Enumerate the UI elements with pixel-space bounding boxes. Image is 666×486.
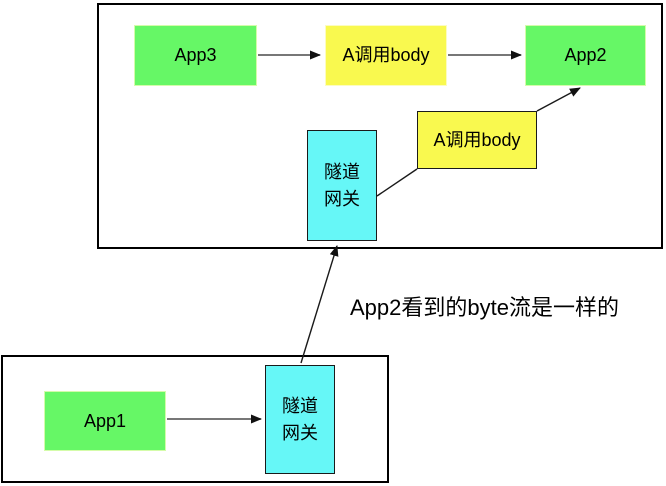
node-app1: App1 [44,391,166,451]
node-label: 隧道 网关 [282,395,318,443]
node-label: App2 [564,45,607,65]
caption-byte-stream: App2看到的byte流是一样的 [350,295,619,320]
node-label: App1 [83,410,127,431]
lower-group-frame [1,355,389,483]
node-callbody-top: A调用body [325,25,447,86]
node-label: A调用body [433,129,521,150]
upper-group-frame [97,3,663,249]
arrow-tunnel-lower-to-tunnel-upper [300,245,339,364]
node-tunnel-gateway-upper: 隧道 网关 [307,130,377,241]
node-label: A调用body [342,45,430,65]
node-callbody-mid: A调用body [417,111,537,169]
node-app2: App2 [525,25,646,86]
node-label: 隧道 网关 [324,161,360,209]
node-app3: App3 [134,25,257,86]
node-label: App3 [174,45,217,65]
node-tunnel-gateway-lower: 隧道 网关 [265,365,335,474]
